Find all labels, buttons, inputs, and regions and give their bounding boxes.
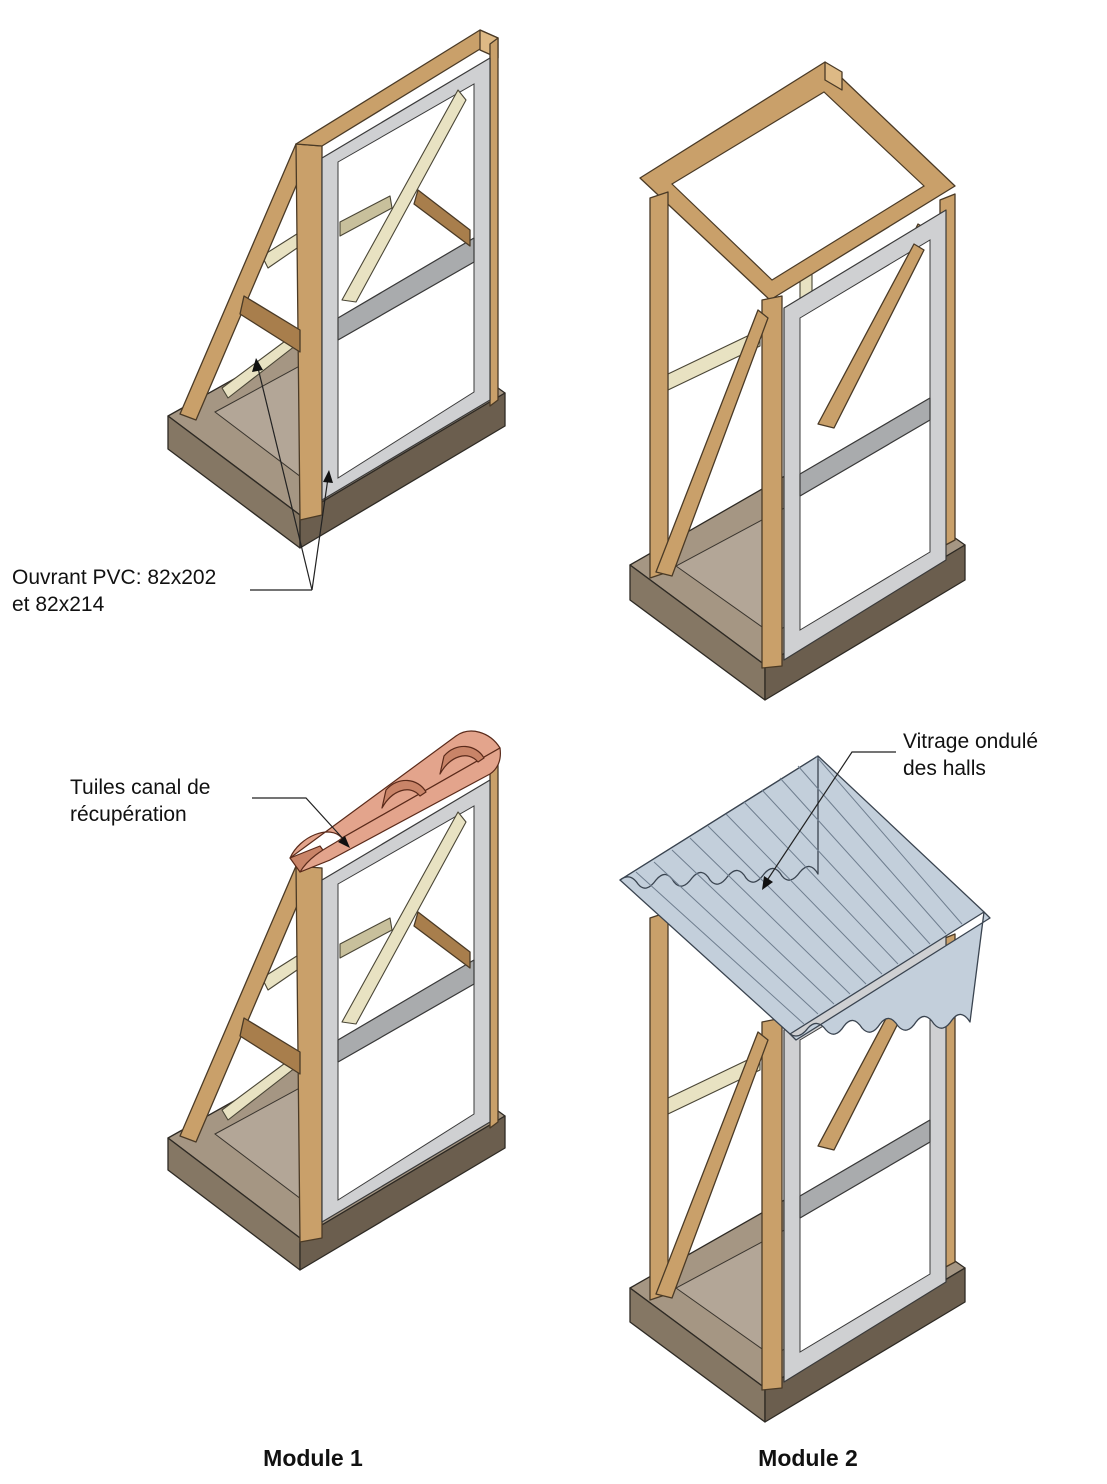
tile-joint — [439, 745, 485, 775]
slab-right-face — [299, 392, 506, 549]
glazing-ridge-edge — [619, 755, 819, 889]
wood-beam-end — [824, 61, 843, 91]
corrugated-glazing — [619, 755, 991, 1041]
wood-side-crossbar — [413, 189, 471, 247]
wood-brace-left — [655, 309, 769, 577]
ouvrant-annotation: Ouvrant PVC: 82x202 et 82x214 — [12, 358, 333, 616]
leader-line — [311, 477, 329, 591]
wood-post-back — [489, 37, 499, 407]
top-ring-opening — [671, 91, 925, 281]
wood-crossbar — [239, 295, 301, 353]
wood-post-left — [649, 191, 669, 579]
module1-frame-top — [167, 29, 506, 549]
vitrage-annotation: Vitrage ondulé des halls — [762, 730, 1038, 890]
module1-caption: Module 1 — [263, 1445, 363, 1471]
wood-post-front — [295, 865, 323, 1243]
wood-side-crossbar — [413, 911, 471, 969]
door-midrail — [337, 959, 475, 1063]
inner-diagonal-brace — [341, 811, 467, 1025]
leader-line — [257, 367, 313, 591]
arrowhead — [338, 836, 350, 848]
arrowhead — [762, 876, 773, 890]
glazing-eave-edge — [789, 911, 991, 1041]
wood-crossbar — [239, 1017, 301, 1075]
wood-brace-through-door — [817, 243, 925, 429]
wood-post-front — [761, 295, 783, 669]
wood-post-front — [761, 1017, 783, 1391]
module1-roofed — [167, 730, 506, 1271]
leader-line — [252, 797, 347, 843]
rear-glazing-bar — [339, 195, 393, 237]
ouvrant-label-line2: et 82x214 — [12, 593, 105, 616]
tile-joint — [381, 779, 427, 809]
door-midrail — [799, 1119, 931, 1219]
inner-diagonal-brace — [341, 89, 467, 303]
tuiles-label-line2: récupération — [70, 803, 187, 826]
door-midrail — [799, 397, 931, 497]
vitrage-label-line1: Vitrage ondulé — [903, 730, 1038, 753]
rear-glazing-bar — [339, 917, 393, 959]
tuiles-label-line1: Tuiles canal de — [70, 776, 210, 799]
wood-post-back — [489, 761, 499, 1129]
tile-side — [299, 747, 501, 873]
arrowhead — [252, 358, 263, 372]
vitrage-label-line2: des halls — [903, 757, 986, 780]
glazing-corrugation — [635, 755, 963, 1025]
ouvrant-label-line1: Ouvrant PVC: 82x202 — [12, 566, 216, 589]
arrowhead — [323, 470, 333, 483]
tuiles-annotation: Tuiles canal de récupération — [70, 776, 350, 848]
canal-tiles — [289, 730, 501, 873]
leader-line — [765, 751, 896, 883]
module2-roofed — [619, 755, 991, 1423]
module2-frame-top — [629, 61, 966, 701]
module2-caption: Module 2 — [758, 1445, 858, 1471]
slab-right-face — [299, 1115, 506, 1271]
wood-brace-left — [655, 1031, 769, 1299]
wood-post-left — [649, 911, 669, 1301]
door-midrail — [337, 237, 475, 341]
